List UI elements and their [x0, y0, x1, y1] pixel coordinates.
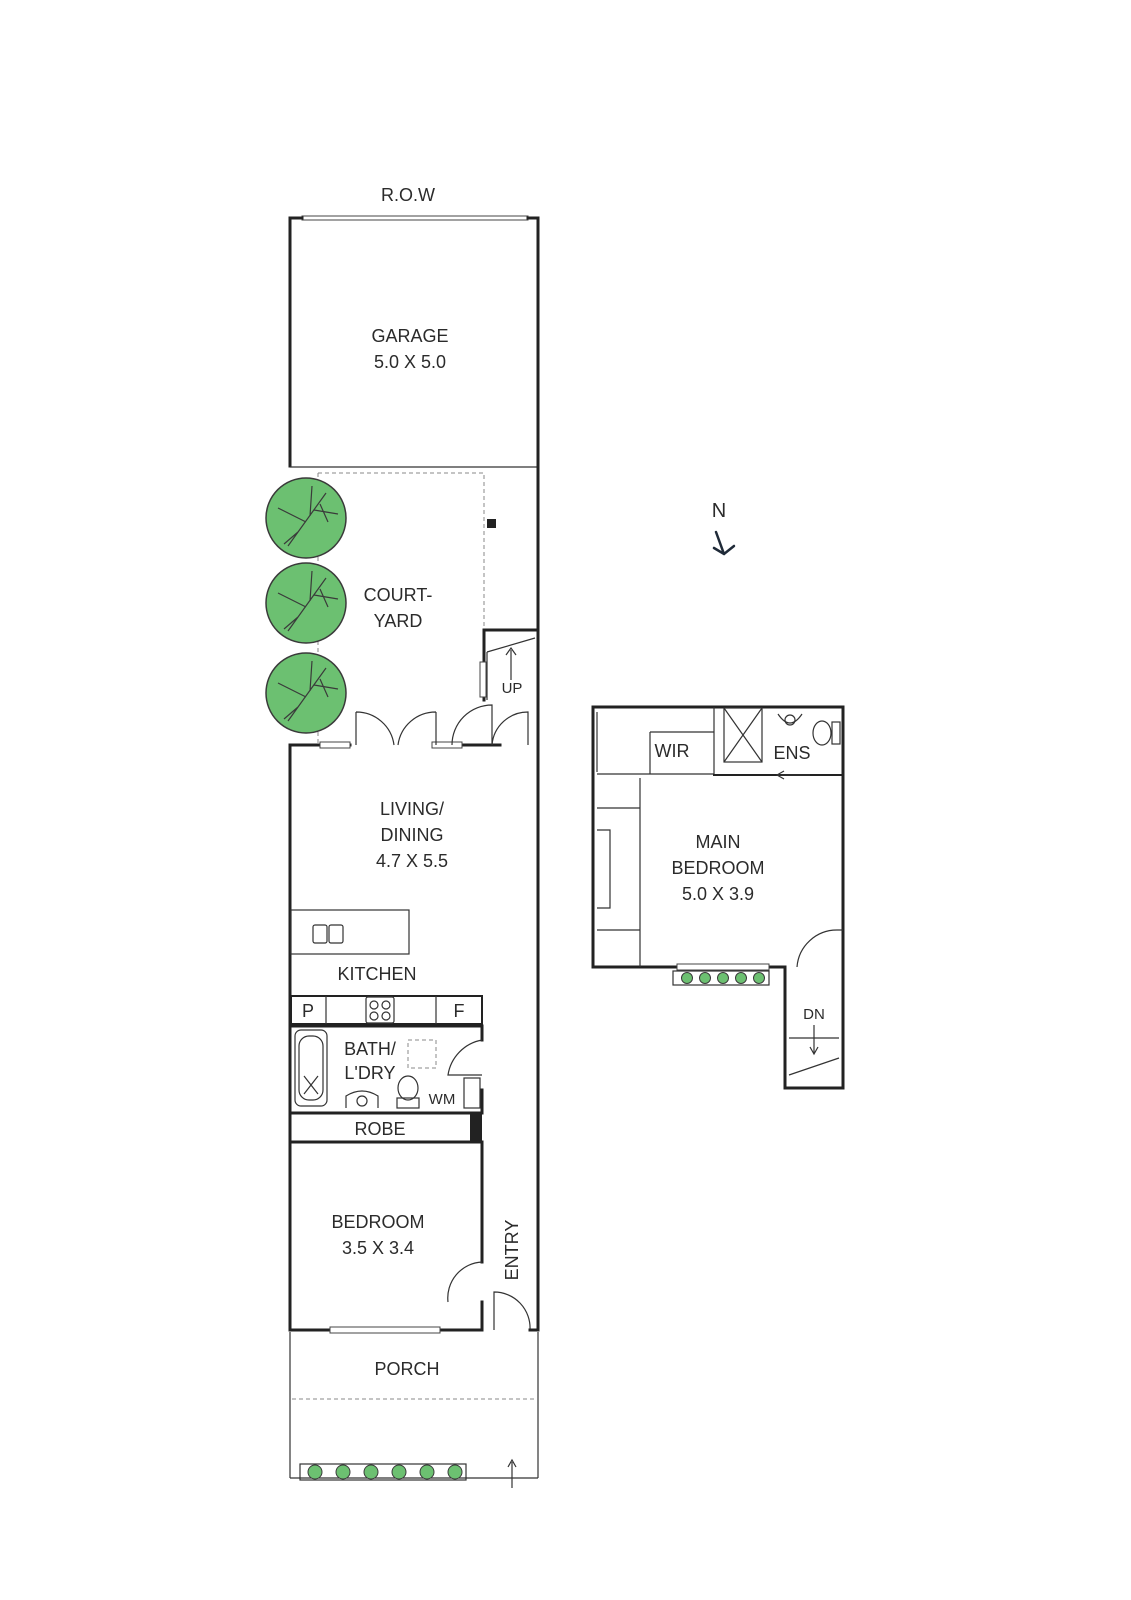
kitchen-label: KITCHEN	[337, 964, 416, 984]
bath-label-1: BATH/	[344, 1039, 396, 1059]
shrub-icon	[681, 972, 693, 984]
tree-icon	[265, 477, 347, 559]
courtyard-label-1: COURT-	[364, 585, 433, 605]
washing-machine	[463, 1077, 481, 1109]
garage-name: GARAGE	[371, 326, 448, 346]
ens-shower	[723, 707, 763, 763]
front-path-arrow-head	[507, 1458, 517, 1468]
robe-walls	[288, 1111, 484, 1144]
bath-walls	[288, 1024, 484, 1114]
stair-arrow-head	[505, 646, 517, 656]
bedroom-dims: 3.5 X 3.4	[342, 1238, 414, 1258]
living-dims: 4.7 X 5.5	[376, 851, 448, 871]
sink-icon	[312, 924, 344, 944]
living-label-2: DINING	[381, 825, 444, 845]
north-arrow-icon: N	[712, 500, 736, 556]
north-label: N	[712, 500, 726, 522]
garage-walls	[288, 216, 540, 468]
main-label-2: BEDROOM	[671, 858, 764, 878]
shrub-icon	[419, 1464, 435, 1480]
shrub-icon	[307, 1464, 323, 1480]
living-label-1: LIVING/	[380, 799, 444, 819]
tree-icon	[265, 652, 347, 734]
shrub-icon	[699, 972, 711, 984]
living-window-1	[319, 741, 351, 749]
garden-bed	[299, 1463, 467, 1481]
upper-stair-treads	[788, 1037, 840, 1076]
shower-outline	[407, 1039, 437, 1069]
shrub-icon	[735, 972, 747, 984]
courtyard-post	[487, 519, 496, 528]
bath-label-2: L'DRY	[344, 1063, 395, 1083]
robe-label: ROBE	[354, 1119, 405, 1139]
bedroom-door	[447, 1261, 483, 1303]
bedroom-window	[329, 1326, 441, 1334]
dn-arrow-head	[809, 1046, 819, 1056]
shrub-row	[307, 1464, 463, 1480]
tree-icon	[265, 562, 347, 644]
shrub-icon	[391, 1464, 407, 1480]
shrub-icon	[363, 1464, 379, 1480]
stair-treads	[486, 637, 536, 700]
pantry-label: P	[302, 1001, 314, 1021]
garage-dims: 5.0 X 5.0	[374, 352, 446, 372]
shrub-icon	[447, 1464, 463, 1480]
ens-label: ENS	[773, 743, 810, 763]
robe-end-panel	[470, 1113, 482, 1142]
bathtub-icon	[294, 1029, 328, 1107]
shrub-icon	[753, 972, 765, 984]
upper-planter	[672, 970, 770, 986]
upper-floor: WIR ENS MAIN BEDROOM 5.0 X 3.9	[591, 705, 845, 1090]
toilet-icon	[396, 1075, 420, 1109]
ens-arrow-head	[775, 770, 785, 780]
rear-gate	[301, 215, 529, 221]
bedroom-name: BEDROOM	[331, 1212, 424, 1232]
courtyard-door	[451, 704, 493, 746]
main-bedroom-window	[676, 963, 770, 971]
ens-shower-x	[723, 707, 763, 763]
stair-door	[491, 711, 529, 746]
stair-up-label: UP	[502, 680, 523, 697]
toilet-icon	[812, 720, 841, 746]
wir-label: WIR	[655, 741, 690, 761]
upper-outer-walls	[591, 705, 845, 1090]
main-robe	[597, 778, 641, 967]
upper-shrub-row	[681, 972, 765, 984]
shrub-icon	[335, 1464, 351, 1480]
porch-label: PORCH	[374, 1359, 439, 1379]
toilet-icon	[777, 713, 803, 726]
porch-outline	[289, 1332, 539, 1479]
wm-label: WM	[429, 1091, 456, 1108]
cooktop-icon	[365, 996, 395, 1024]
shrub-icon	[717, 972, 729, 984]
sink-icon	[345, 1090, 379, 1108]
stair-window	[479, 661, 487, 698]
stair-dn-label: DN	[803, 1006, 825, 1023]
entry-label: ENTRY	[502, 1220, 522, 1281]
living-window-2	[431, 741, 463, 749]
ground-floor: R.O.W GARAGE 5.0 X 5.0 COURT- YARD	[265, 185, 540, 1488]
french-doors	[355, 711, 437, 746]
kitchen-bench	[290, 995, 483, 1025]
row-label: R.O.W	[381, 185, 435, 205]
fridge-label: F	[454, 1001, 465, 1021]
main-label-1: MAIN	[696, 832, 741, 852]
front-door	[493, 1291, 531, 1331]
courtyard-label-2: YARD	[374, 611, 423, 631]
kitchen-island	[290, 909, 410, 955]
bath-door	[447, 1039, 483, 1076]
main-bedroom-door	[796, 929, 843, 968]
main-dims: 5.0 X 3.9	[682, 884, 754, 904]
